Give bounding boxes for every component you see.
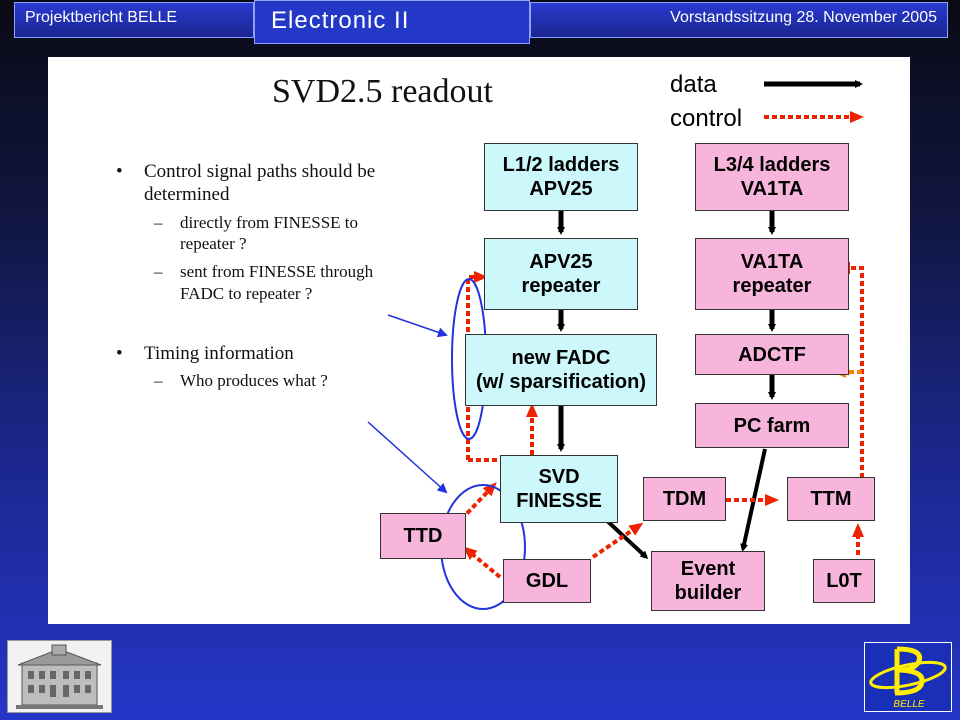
building-icon	[16, 644, 103, 709]
dash-glyph: –	[154, 262, 163, 281]
box-l12-ladders: L1/2 ladders APV25	[484, 143, 638, 211]
pointer-arrow-bottom	[367, 421, 448, 494]
box-apv25-repeater: APV25 repeater	[484, 238, 638, 310]
box-label: Event	[680, 558, 736, 580]
box-label: VA1TA	[740, 251, 804, 273]
sub-bullet-text: Who produces what ?	[180, 371, 328, 390]
box-l0t: L0T	[813, 559, 875, 603]
header-right-title: Vorstandssitzung 28. November 2005	[530, 2, 948, 38]
bullet-item: • Timing information	[116, 343, 294, 365]
arrow-finesse-to-evb	[601, 515, 649, 560]
box-va1ta-repeater: VA1TA repeater	[695, 238, 849, 310]
ctrl-gdl-to-ttd	[462, 546, 502, 579]
sub-bullet-text-cont: FADC to repeater ?	[180, 284, 313, 303]
pointer-arrow-top	[387, 314, 448, 338]
sub-bullet-text: sent from FINESSE through	[180, 262, 374, 281]
sub-bullet-text-cont: repeater ?	[180, 234, 247, 253]
box-l34-ladders: L3/4 ladders VA1TA	[695, 143, 849, 211]
box-pc-farm: PC farm	[695, 403, 849, 448]
box-label: ADCTF	[738, 343, 806, 366]
box-ttm: TTM	[787, 477, 875, 521]
legend-control-label: control	[670, 105, 743, 132]
dash-glyph: –	[154, 213, 163, 232]
box-label: repeater	[521, 275, 601, 297]
bullet-text: Timing information	[144, 343, 294, 364]
belle-logo: BELLE	[864, 642, 952, 712]
box-label: GDL	[525, 570, 569, 592]
box-label: L1/2 ladders	[502, 154, 620, 176]
legend-data-label: data	[670, 71, 717, 98]
bullet-text-cont: determined	[144, 184, 230, 205]
header-left-title: Projektbericht BELLE	[14, 2, 254, 38]
bullet-item: • Control signal paths should be	[116, 161, 376, 183]
box-label: SVD	[538, 466, 580, 488]
box-label: L3/4 ladders	[713, 154, 831, 176]
box-adctf: ADCTF	[695, 334, 849, 375]
sub-bullet-text: directly from FINESSE to	[180, 213, 359, 232]
box-label: APV25	[529, 178, 593, 200]
box-label: APV25	[529, 251, 593, 273]
bullet-text: Control signal paths should be	[144, 161, 376, 182]
box-label: repeater	[732, 275, 812, 297]
box-label: TTM	[810, 488, 852, 510]
box-label: L0T	[826, 570, 862, 592]
slide-panel: SVD2.5 readout • Control signal paths sh…	[48, 57, 910, 624]
bullet-glyph: •	[116, 343, 123, 364]
sub-bullet-item: – directly from FINESSE to	[154, 213, 359, 233]
belle-logo-text: BELLE	[893, 699, 924, 710]
box-label: PC farm	[733, 414, 811, 437]
box-label: (w/ sparsification)	[475, 371, 647, 393]
box-event-builder: Event builder	[651, 551, 765, 611]
header-center-title: Electronic II	[254, 0, 530, 44]
belle-b-icon: BELLE	[869, 646, 947, 710]
sub-bullet-item: – sent from FINESSE through	[154, 262, 374, 282]
sub-bullet-item: – Who produces what ?	[154, 371, 328, 391]
box-tdm: TDM	[643, 477, 726, 521]
box-ttd: TTD	[380, 513, 466, 559]
building-logo	[7, 640, 112, 713]
dash-glyph: –	[154, 371, 163, 390]
box-label: new FADC	[511, 347, 611, 369]
ctrl-gdl-to-tdm	[591, 522, 644, 559]
box-new-fadc: new FADC (w/ sparsification)	[465, 334, 657, 406]
box-label: TTD	[403, 525, 443, 547]
box-label: FINESSE	[516, 490, 602, 512]
box-label: TDM	[662, 488, 707, 510]
bullet-glyph: •	[116, 161, 123, 182]
box-svd-finesse: SVD FINESSE	[500, 455, 618, 523]
box-gdl: GDL	[503, 559, 591, 603]
box-label: VA1TA	[740, 178, 804, 200]
slide-title: SVD2.5 readout	[272, 73, 493, 110]
box-label: builder	[674, 582, 742, 604]
